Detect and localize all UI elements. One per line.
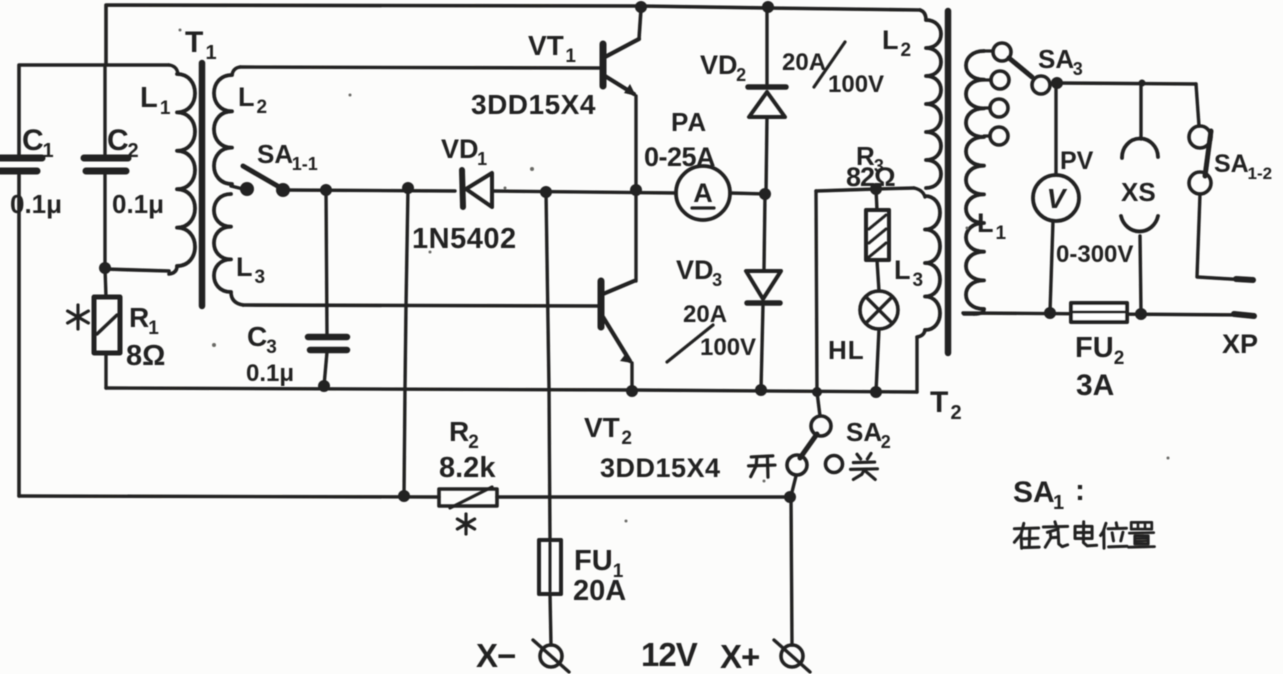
svg-text:R: R bbox=[129, 302, 149, 333]
svg-text:VD: VD bbox=[676, 255, 714, 285]
svg-text:3A: 3A bbox=[1076, 369, 1114, 402]
svg-text:X−: X− bbox=[476, 637, 515, 674]
svg-text:1: 1 bbox=[613, 561, 624, 582]
svg-text:100V: 100V bbox=[700, 334, 756, 361]
svg-text:0.1μ: 0.1μ bbox=[112, 189, 164, 219]
svg-text:2: 2 bbox=[128, 140, 139, 162]
svg-text:SA: SA bbox=[846, 417, 882, 447]
svg-text:0.1μ: 0.1μ bbox=[246, 360, 294, 387]
svg-text:2: 2 bbox=[736, 65, 746, 85]
svg-text:1: 1 bbox=[43, 140, 54, 162]
svg-text:3: 3 bbox=[913, 270, 924, 291]
svg-text:C: C bbox=[107, 124, 129, 157]
svg-text:VT: VT bbox=[584, 412, 620, 443]
svg-text:1: 1 bbox=[160, 98, 171, 119]
svg-text:2: 2 bbox=[881, 432, 891, 452]
svg-text:1N5402: 1N5402 bbox=[412, 223, 517, 255]
svg-text:FU: FU bbox=[574, 545, 613, 577]
svg-text:C: C bbox=[247, 321, 267, 352]
svg-text:PV: PV bbox=[1060, 147, 1094, 175]
svg-text:L: L bbox=[238, 82, 255, 112]
svg-text:1: 1 bbox=[1053, 492, 1064, 514]
svg-text:R: R bbox=[856, 141, 875, 171]
svg-text:1: 1 bbox=[996, 223, 1007, 244]
svg-text:VD: VD bbox=[700, 50, 738, 80]
svg-text:X+: X+ bbox=[720, 638, 759, 674]
svg-text:0-300V: 0-300V bbox=[1056, 241, 1133, 268]
svg-text:20A: 20A bbox=[782, 49, 826, 76]
svg-text:100V: 100V bbox=[828, 71, 884, 98]
svg-text:A: A bbox=[693, 178, 713, 208]
svg-text:1: 1 bbox=[148, 318, 159, 339]
svg-text:2: 2 bbox=[1114, 348, 1125, 369]
svg-text:HL: HL bbox=[828, 335, 865, 365]
svg-text:SA: SA bbox=[1038, 44, 1074, 74]
svg-text:12V: 12V bbox=[641, 636, 698, 673]
svg-text:L: L bbox=[977, 208, 994, 238]
svg-text:8.2k: 8.2k bbox=[439, 452, 496, 484]
svg-text::: : bbox=[1075, 474, 1085, 507]
svg-text:2: 2 bbox=[257, 97, 268, 118]
svg-text:FU: FU bbox=[1075, 332, 1114, 364]
svg-text:20A: 20A bbox=[573, 575, 626, 607]
svg-text:1-1: 1-1 bbox=[292, 154, 318, 174]
svg-text:1: 1 bbox=[477, 149, 487, 169]
svg-text:L: L bbox=[894, 255, 911, 285]
svg-text:C: C bbox=[22, 124, 44, 157]
svg-text:XS: XS bbox=[1121, 177, 1156, 207]
svg-text:3: 3 bbox=[712, 270, 722, 290]
svg-text:1: 1 bbox=[206, 42, 217, 64]
svg-text:L: L bbox=[882, 25, 899, 55]
svg-text:2: 2 bbox=[621, 428, 632, 449]
svg-text:3DD15X4: 3DD15X4 bbox=[471, 89, 596, 120]
svg-text:T: T bbox=[185, 26, 203, 59]
svg-text:3: 3 bbox=[1073, 59, 1083, 79]
svg-text:XP: XP bbox=[1222, 329, 1258, 359]
svg-text:0.1μ: 0.1μ bbox=[10, 189, 62, 219]
svg-text:20A: 20A bbox=[683, 301, 727, 328]
svg-text:L: L bbox=[236, 252, 253, 282]
svg-text:L: L bbox=[140, 82, 158, 114]
svg-text:82Ω: 82Ω bbox=[846, 162, 895, 192]
svg-text:2: 2 bbox=[468, 432, 479, 453]
svg-text:SA: SA bbox=[257, 139, 293, 169]
svg-text:PA: PA bbox=[671, 107, 707, 137]
svg-text:1-2: 1-2 bbox=[1248, 164, 1273, 183]
svg-text:SA: SA bbox=[1013, 476, 1055, 509]
svg-text:2: 2 bbox=[901, 40, 912, 61]
svg-text:3: 3 bbox=[266, 337, 277, 358]
svg-text:8Ω: 8Ω bbox=[126, 340, 165, 372]
svg-text:R: R bbox=[449, 416, 469, 447]
svg-text:2: 2 bbox=[951, 402, 962, 424]
svg-text:V: V bbox=[1047, 183, 1068, 214]
svg-text:3DD15X4: 3DD15X4 bbox=[600, 453, 721, 483]
svg-text:0-25A: 0-25A bbox=[644, 142, 715, 172]
svg-text:T: T bbox=[930, 386, 948, 419]
svg-text:3: 3 bbox=[874, 156, 884, 176]
svg-text:VD: VD bbox=[441, 134, 479, 164]
svg-text:3: 3 bbox=[255, 267, 266, 288]
svg-text:1: 1 bbox=[565, 46, 576, 67]
svg-text:SA: SA bbox=[1214, 150, 1249, 178]
svg-text:VT: VT bbox=[528, 30, 564, 61]
